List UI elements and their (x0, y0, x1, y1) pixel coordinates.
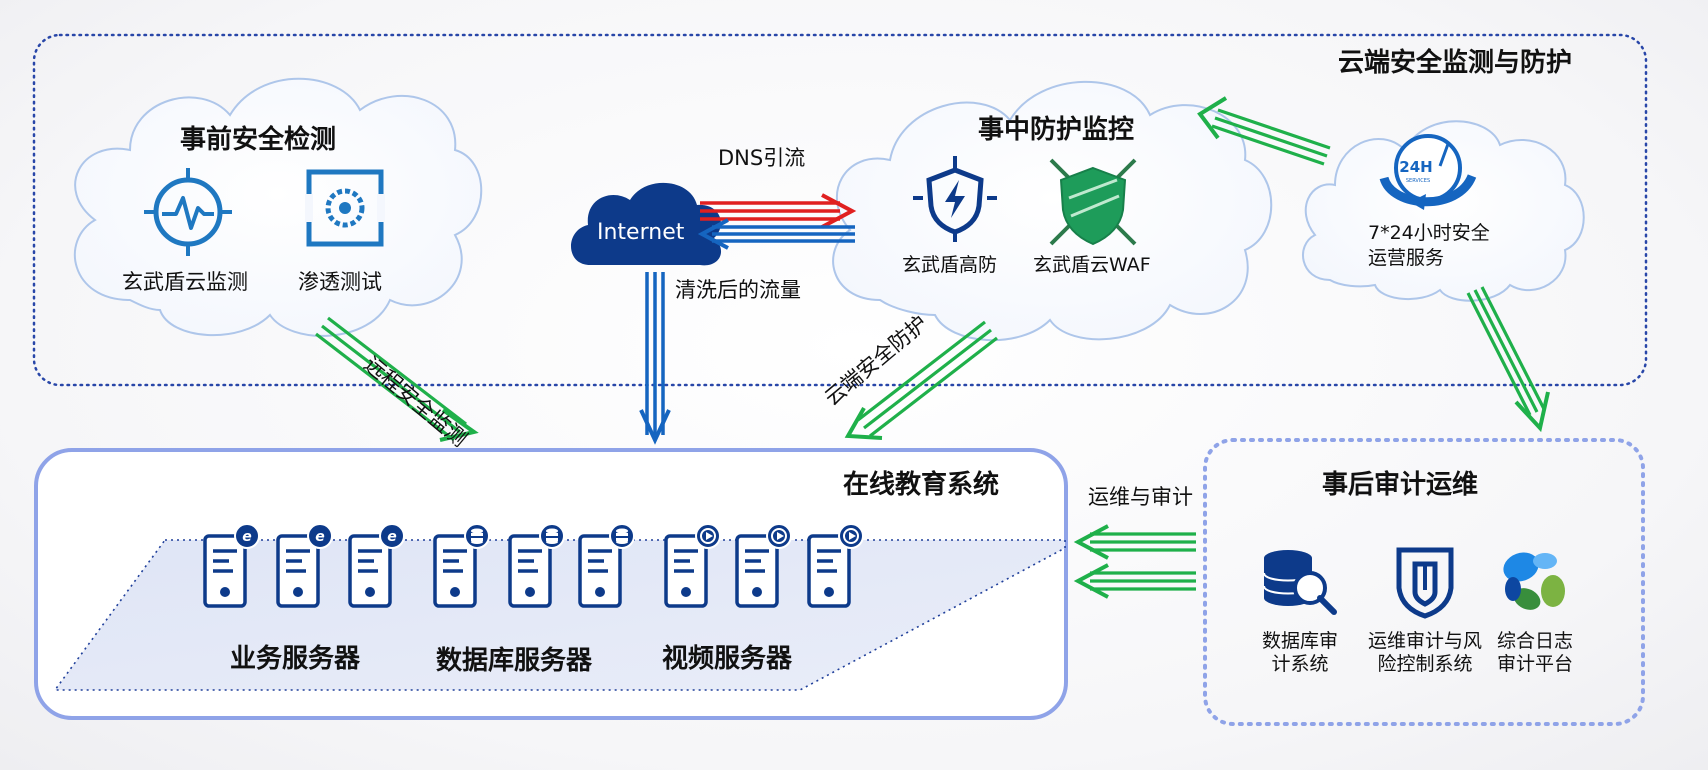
internet-cloud-shape (570, 182, 722, 266)
play-badge-icon (766, 523, 792, 549)
pre-detection-cloud (73, 77, 483, 337)
services-text: SERVICES (1406, 178, 1430, 184)
log-platform-icon (1503, 552, 1565, 610)
log-audit-line1: 综合日志 (1496, 630, 1573, 652)
post-audit-title: 事后审计运维 (1322, 470, 1479, 500)
service-24h-cloud (1302, 120, 1585, 302)
db-audit-line2: 计系统 (1271, 652, 1329, 675)
service-to-waf-arrow (1197, 96, 1331, 166)
log-audit-label: 综合日志审计平台 (1480, 630, 1590, 676)
db-audit-line1: 数据库审 (1261, 630, 1338, 652)
db-audit-label: 数据库审计系统 (1245, 630, 1355, 676)
remote-monitor-arrow (315, 316, 479, 442)
server-icon: e (276, 523, 333, 608)
internet-label: Internet (597, 220, 685, 245)
database-badge-icon (464, 523, 490, 549)
server-icon (664, 523, 721, 608)
server-icon (508, 523, 565, 608)
server-icon (433, 523, 490, 608)
ops-audit-arrow-lower (1073, 563, 1196, 599)
play-badge-icon (838, 523, 864, 549)
svg-text:e: e (315, 529, 325, 545)
service-24h-label-line1: 7*24小时安全 (1368, 222, 1490, 244)
svg-text:e: e (387, 529, 397, 545)
dns-diversion-label: DNS引流 (718, 146, 806, 170)
database-badge-icon (609, 523, 635, 549)
log-audit-line2: 审计平台 (1496, 652, 1573, 675)
cloud-section-frame (32, 33, 1648, 387)
web-badge-icon: e (379, 523, 405, 549)
cloud-monitor-label: 玄武盾云监测 (122, 270, 248, 294)
database-server-label: 数据库服务器 (436, 646, 593, 676)
database-search-icon (1263, 550, 1337, 615)
cloud-protect-arrow (844, 320, 998, 440)
clean-traffic-down-arrow (639, 272, 671, 445)
server-icon (578, 523, 635, 608)
service-to-audit-arrow (1466, 286, 1550, 433)
service-24h-label-line2: 运营服务 (1368, 247, 1445, 269)
server-icon (807, 523, 864, 608)
video-server-label: 视频服务器 (662, 644, 793, 674)
cloud-waf-label: 玄武盾云WAF (1033, 254, 1151, 276)
play-badge-icon (695, 523, 721, 549)
online-edu-title: 在线教育系统 (843, 470, 1000, 500)
ops-audit-arrow-upper (1073, 524, 1196, 560)
shield-bolt-icon (913, 156, 997, 242)
pre-detection-title: 事前安全检测 (180, 125, 337, 155)
clean-traffic-return-arrow (697, 218, 855, 250)
post-audit-frame (1203, 438, 1645, 726)
anti-ddos-label: 玄武盾高防 (902, 254, 998, 276)
audit-shield-icon (1396, 547, 1454, 619)
dns-traffic-arrow (700, 193, 857, 229)
web-badge-icon: e (307, 523, 333, 549)
penetration-test-label: 渗透测试 (298, 270, 382, 294)
svg-text:e: e (242, 529, 252, 545)
web-badge-icon: e (234, 523, 260, 549)
cloud-section-title: 云端安全监测与防护 (1338, 48, 1573, 78)
shield-swords-icon (1049, 158, 1137, 246)
ops-risk-line1: 运维审计与风 (1367, 630, 1482, 652)
clean-traffic-label: 清洗后的流量 (675, 278, 801, 302)
in-event-title: 事中防护监控 (978, 115, 1135, 145)
heartbeat-monitor-icon (144, 168, 232, 256)
24h-services-icon: 24H SERVICES (1379, 134, 1477, 210)
24h-text: 24H (1399, 158, 1432, 176)
ops-risk-label: 运维审计与风险控制系统 (1350, 630, 1500, 676)
database-badge-icon (539, 523, 565, 549)
ops-risk-line2: 险控制系统 (1377, 652, 1473, 675)
server-icon: e (203, 523, 260, 608)
ops-audit-label: 运维与审计 (1088, 485, 1193, 509)
server-icon (735, 523, 792, 608)
business-server-label: 业务服务器 (230, 644, 361, 674)
server-icon: e (348, 523, 405, 608)
penetration-test-icon (305, 169, 385, 247)
